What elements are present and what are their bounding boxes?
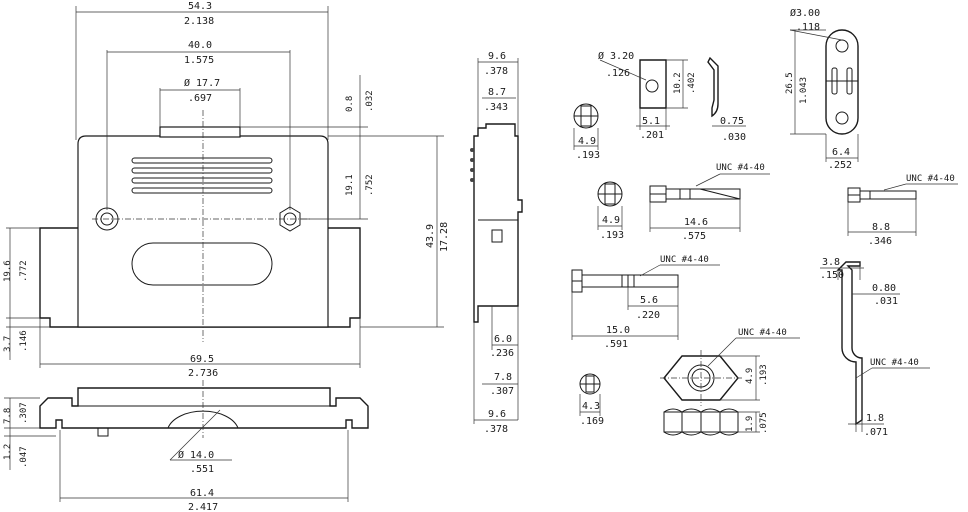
strap-part: Ø3.00 .118 26.5 1.043 6.4 .252 bbox=[785, 7, 859, 171]
dim-side-lower-step-in: .236 bbox=[490, 348, 514, 359]
dim-flange-height-in: .772 bbox=[19, 260, 29, 282]
dim-flange-bottom-in: .146 bbox=[19, 330, 29, 352]
dim-bottom-lip-mm: 1.2 bbox=[3, 444, 13, 460]
front-vent-slots bbox=[131, 157, 273, 194]
dim-nut-across-in: .193 bbox=[759, 364, 769, 386]
dim-screw-head-in: .193 bbox=[600, 230, 624, 241]
screw-shoulder-thread-label: UNC #4-40 bbox=[660, 255, 709, 265]
clamp-part: Ø 3.20 .126 10.2 .402 5.1 .201 0.75 .030… bbox=[573, 50, 746, 161]
bottom-view: Ø 14.0 .551 7.8 .307 1.2 .047 61.4 2.417 bbox=[3, 380, 369, 512]
screw-shoulder: UNC #4-40 5.6 .220 15.0 .591 bbox=[571, 255, 720, 350]
dim-bracket-width-mm: 3.8 bbox=[822, 257, 840, 268]
dim-nut-across-mm: 4.9 bbox=[745, 368, 755, 384]
dim-clamp-width-in: .201 bbox=[640, 130, 664, 141]
dim-top-gap-mm: 0.8 bbox=[345, 96, 355, 112]
dim-strap-hole-in: .118 bbox=[796, 22, 820, 33]
side-view: 9.6 .378 8.7 .343 6.0 .236 7.8 .307 9.6 … bbox=[470, 51, 523, 435]
dim-side-inner-width-mm: 8.7 bbox=[488, 87, 506, 98]
dim-side-base-step-in: .307 bbox=[490, 386, 514, 397]
small-screw: 4.3 .169 bbox=[579, 373, 604, 427]
nut-thread-label: UNC #4-40 bbox=[738, 328, 787, 338]
dim-opening-dia-mm: Ø 14.0 bbox=[178, 449, 214, 461]
dim-strap-hole-mm: Ø3.00 bbox=[790, 7, 820, 19]
dim-strap-width-in: .252 bbox=[828, 160, 852, 171]
screw-short: UNC #4-40 8.8 .346 bbox=[847, 174, 958, 247]
dim-overall-width-in: 2.138 bbox=[184, 16, 214, 27]
dim-shoulder-length-in: .591 bbox=[604, 339, 628, 350]
dim-screw-short-length-in: .346 bbox=[868, 236, 892, 247]
dim-overall-width-mm: 54.3 bbox=[188, 1, 212, 12]
bottom-outline bbox=[39, 387, 369, 429]
dim-screw-long-length-mm: 14.6 bbox=[684, 217, 708, 228]
dim-bottom-width-mm: 61.4 bbox=[190, 488, 214, 499]
dim-bottom-height-in: .307 bbox=[19, 402, 29, 424]
side-outline bbox=[473, 123, 523, 323]
dim-shoulder-thread-mm: 5.6 bbox=[640, 295, 658, 306]
front-flange bbox=[39, 227, 361, 328]
dim-clamp-height-in: .402 bbox=[687, 72, 697, 94]
dim-bracket-thickness-mm: 0.80 bbox=[872, 283, 896, 294]
bent-bracket: 3.8 .150 0.80 .031 UNC #4-40 1.8 .071 bbox=[820, 257, 930, 438]
front-cable-entry bbox=[159, 126, 241, 138]
dim-side-bottom-width-in: .378 bbox=[484, 424, 508, 435]
dim-side-base-step-mm: 7.8 bbox=[494, 372, 512, 383]
screw-long-thread-label: UNC #4-40 bbox=[716, 163, 765, 173]
dim-clamp-height-mm: 10.2 bbox=[673, 72, 683, 94]
screw-long: 4.9 .193 UNC #4-40 14.6 .575 bbox=[597, 163, 770, 242]
hex-nut: UNC #4-40 4.9 .193 1.9 .075 bbox=[660, 328, 800, 436]
dim-clamp-hole-mm: Ø 3.20 bbox=[598, 50, 634, 62]
dim-clamp-head-in: .193 bbox=[576, 150, 600, 161]
dim-side-top-width-in: .378 bbox=[484, 66, 508, 77]
dim-cable-dia-mm: Ø 17.7 bbox=[184, 77, 220, 89]
dim-nut-thickness-in: .075 bbox=[759, 412, 769, 434]
dim-clamp-hole-in: .126 bbox=[606, 68, 630, 79]
dim-clamp-thickness-mm: 0.75 bbox=[720, 116, 744, 127]
bracket-thread-label: UNC #4-40 bbox=[870, 358, 919, 368]
dim-top-gap-in: .032 bbox=[365, 90, 375, 112]
dim-bracket-width-in: .150 bbox=[820, 270, 844, 281]
dim-total-height-in: 17.28 bbox=[439, 222, 450, 252]
dim-base-width-mm: 69.5 bbox=[190, 354, 214, 365]
hex-nut-side bbox=[663, 408, 739, 436]
dim-bracket-foot-in: .071 bbox=[864, 427, 888, 438]
dim-strap-length-mm: 26.5 bbox=[785, 72, 795, 94]
front-view: 54.3 2.138 40.0 1.575 Ø 17.7 .697 0.8 .0… bbox=[3, 1, 450, 379]
dim-side-top-width-mm: 9.6 bbox=[488, 51, 506, 62]
dim-screw-height-in: .752 bbox=[365, 174, 375, 196]
bottom-cable-opening bbox=[167, 410, 239, 429]
front-window bbox=[131, 242, 273, 286]
dim-cable-dia-in: .697 bbox=[188, 93, 212, 104]
dim-bottom-width-in: 2.417 bbox=[188, 502, 218, 512]
dim-shoulder-thread-in: .220 bbox=[636, 310, 660, 321]
dim-clamp-width-mm: 5.1 bbox=[642, 116, 660, 127]
dim-opening-dia-in: .551 bbox=[190, 464, 214, 475]
dim-clamp-thickness-in: .030 bbox=[722, 132, 746, 143]
dim-screw-spacing-in: 1.575 bbox=[184, 55, 214, 66]
dim-shoulder-length-mm: 15.0 bbox=[606, 325, 630, 336]
dim-bracket-foot-mm: 1.8 bbox=[866, 413, 884, 424]
dim-strap-width-mm: 6.4 bbox=[832, 147, 850, 158]
dim-screw-height-mm: 19.1 bbox=[345, 174, 355, 196]
dim-small-screw-head-mm: 4.3 bbox=[582, 401, 600, 412]
dim-side-lower-step-mm: 6.0 bbox=[494, 334, 512, 345]
dim-side-bottom-width-mm: 9.6 bbox=[488, 409, 506, 420]
dim-total-height-mm: 43.9 bbox=[425, 224, 436, 248]
dim-screw-short-length-mm: 8.8 bbox=[872, 222, 890, 233]
screw-short-thread-label: UNC #4-40 bbox=[906, 174, 955, 184]
dim-screw-long-length-in: .575 bbox=[682, 231, 706, 242]
dim-nut-thickness-mm: 1.9 bbox=[745, 416, 755, 432]
dim-flange-height-mm: 19.6 bbox=[3, 260, 13, 282]
dim-bottom-height-mm: 7.8 bbox=[3, 408, 13, 424]
dim-bracket-thickness-in: .031 bbox=[874, 296, 898, 307]
dim-flange-bottom-mm: 3.7 bbox=[3, 336, 13, 352]
dim-strap-length-in: 1.043 bbox=[799, 77, 809, 104]
dim-bottom-lip-in: .047 bbox=[19, 446, 29, 468]
dim-screw-head-mm: 4.9 bbox=[602, 215, 620, 226]
dim-base-width-in: 2.736 bbox=[188, 368, 218, 379]
dim-side-inner-width-in: .343 bbox=[484, 102, 508, 113]
dim-clamp-head-mm: 4.9 bbox=[578, 136, 596, 147]
dim-screw-spacing-mm: 40.0 bbox=[188, 40, 212, 51]
dim-small-screw-head-in: .169 bbox=[580, 416, 604, 427]
